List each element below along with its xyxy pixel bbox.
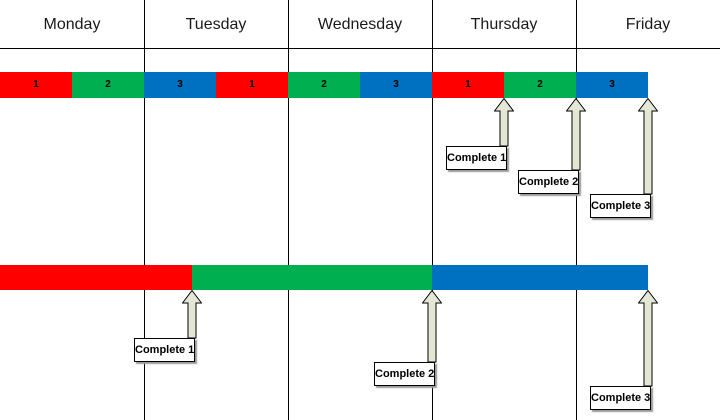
bottom-bar-segment-task1 <box>0 265 192 290</box>
bottom-complete-2-arrow-icon <box>422 290 442 363</box>
top-complete-3-arrow-icon <box>638 98 658 195</box>
bottom-bar-segment-task3 <box>432 265 648 290</box>
day-header-monday: Monday <box>43 16 101 33</box>
day-divider <box>288 0 289 420</box>
top-complete-2-label: Complete 2 <box>518 170 580 194</box>
bottom-complete-3-label: Complete 3 <box>590 386 652 410</box>
bottom-complete-2-label: Complete 2 <box>374 362 436 386</box>
bottom-bar-segment-task2 <box>192 265 432 290</box>
top-bar-segment-task1: 1 <box>432 72 504 98</box>
day-header-friday: Friday <box>625 16 671 33</box>
top-complete-3-label: Complete 3 <box>590 194 652 218</box>
day-divider <box>144 0 145 420</box>
day-header-thursday: Thursday <box>470 16 538 33</box>
bottom-complete-1-arrow-icon <box>182 290 202 339</box>
day-header-wednesday: Wednesday <box>317 16 403 33</box>
top-bar-segment-task3: 3 <box>576 72 648 98</box>
header-divider <box>0 48 720 49</box>
top-bar-segment-task2: 2 <box>504 72 576 98</box>
top-bar-segment-task2: 2 <box>288 72 360 98</box>
top-bar-segment-task2: 2 <box>72 72 144 98</box>
bottom-complete-1-label: Complete 1 <box>134 338 196 362</box>
top-complete-1-label: Complete 1 <box>446 146 508 170</box>
top-bar-segment-task1: 1 <box>216 72 288 98</box>
day-divider <box>432 0 433 420</box>
top-complete-1-arrow-icon <box>494 98 514 147</box>
day-header-tuesday: Tuesday <box>185 16 247 33</box>
top-bar-segment-task3: 3 <box>144 72 216 98</box>
bottom-complete-3-arrow-icon <box>638 290 658 387</box>
top-complete-2-arrow-icon <box>566 98 586 171</box>
top-bar-segment-task1: 1 <box>0 72 72 98</box>
day-divider <box>576 0 577 420</box>
top-bar-segment-task3: 3 <box>360 72 432 98</box>
